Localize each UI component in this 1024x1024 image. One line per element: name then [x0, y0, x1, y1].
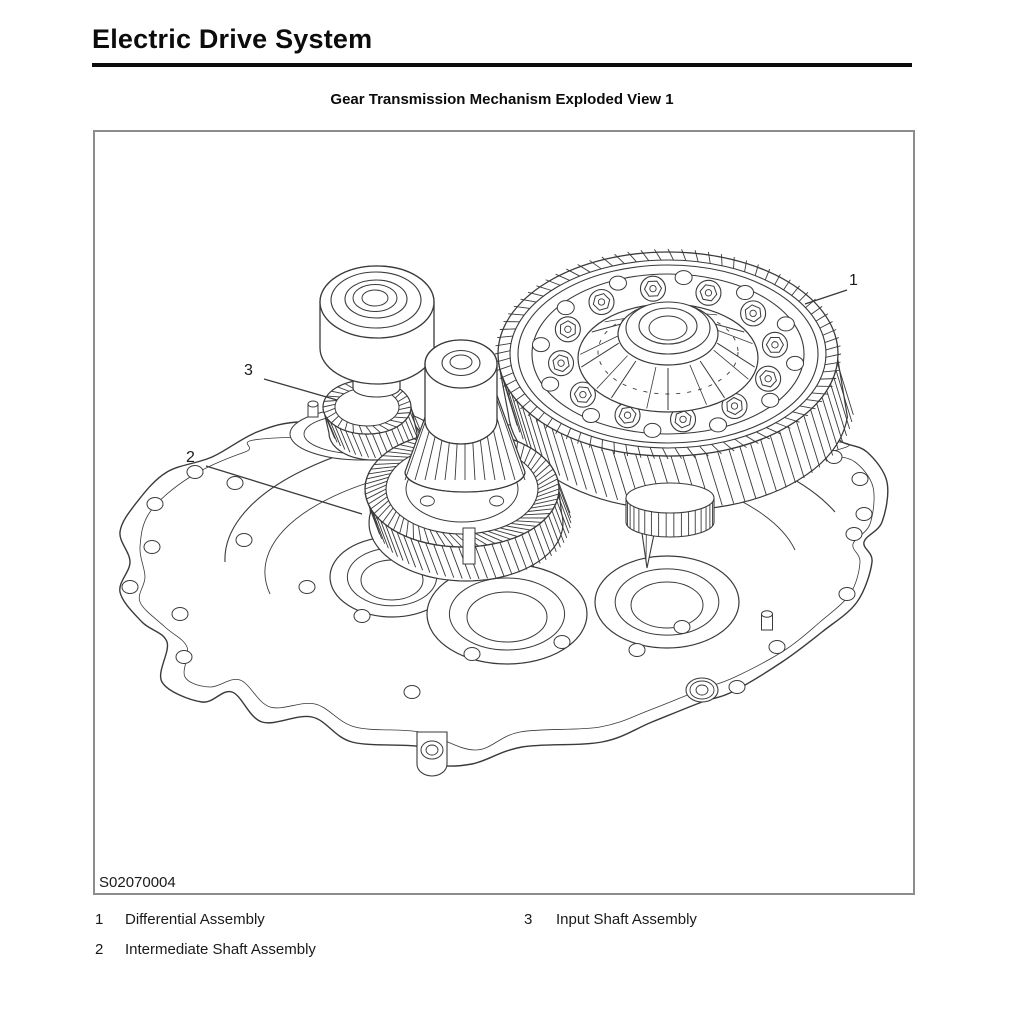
legend-item-2-label: Intermediate Shaft Assembly	[125, 941, 316, 958]
legend-item-2-number: 2	[95, 941, 104, 958]
title-rule	[92, 63, 912, 67]
legend-item-1-number: 1	[95, 911, 104, 928]
callout-2: 2	[186, 449, 195, 466]
page-title: Electric Drive System	[92, 24, 373, 54]
figure-code: S02070004	[99, 874, 176, 891]
figure-box: S02070004	[93, 130, 915, 895]
legend-item-3-label: Input Shaft Assembly	[556, 911, 697, 928]
transmission-exploded-view-illustration	[119, 248, 889, 777]
figure-caption: Gear Transmission Mechanism Exploded Vie…	[330, 91, 674, 108]
legend-item-3-number: 3	[524, 911, 533, 928]
callout-3: 3	[244, 362, 253, 379]
callout-1: 1	[849, 272, 858, 289]
legend-item-1-label: Differential Assembly	[125, 911, 265, 928]
